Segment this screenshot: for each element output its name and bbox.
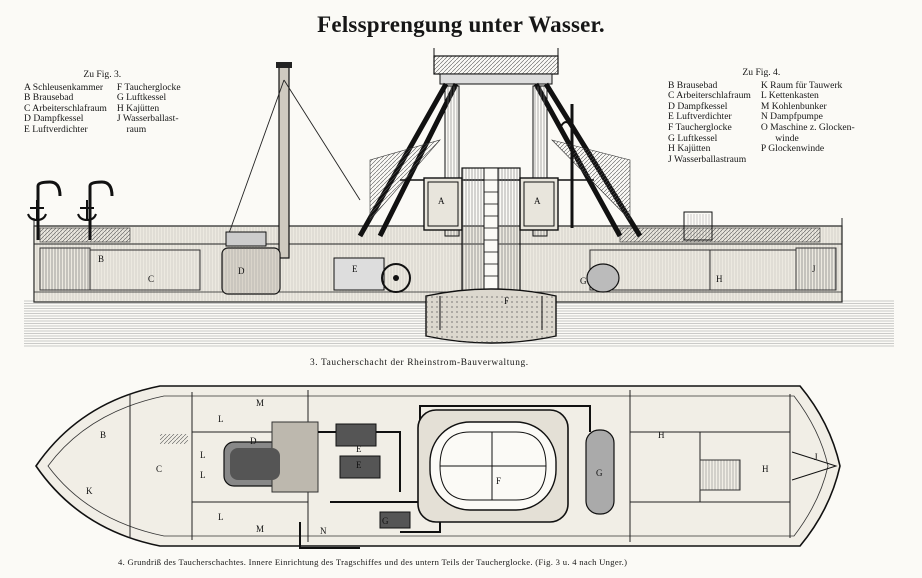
stay-right	[283, 79, 361, 201]
plan-compressor-2	[339, 455, 381, 479]
fig3-caption: 3. Taucherschacht der Rheinstrom-Bauverw…	[310, 358, 529, 368]
lock-chamber-right	[519, 177, 559, 231]
fig3-label: H	[716, 274, 723, 284]
legend-fig3-column-1: A Schleusenkammer B Brausebad C Arbeiter…	[24, 81, 107, 136]
fig3-label: C	[148, 274, 154, 284]
fig4-plan-view: B C K L L L L M M D E E F G G N H H J	[35, 385, 841, 549]
fig4-label: N	[320, 526, 327, 536]
page-title: Felssprengung unter Wasser.	[317, 12, 605, 37]
flywheel	[381, 263, 411, 293]
legend-fig3: Zu Fig. 3. A Schleusenkammer B Brausebad…	[24, 69, 181, 136]
fig3-label: F	[504, 296, 509, 306]
fig4-label: L	[218, 512, 224, 522]
legend-item: D Dampfkessel	[668, 100, 728, 112]
legend-item: E Luftverdichter	[668, 111, 732, 123]
legend-item: K Raum für Tauwerk	[760, 79, 843, 91]
fig4-label: J	[814, 452, 818, 462]
legend-fig4: Zu Fig. 4. B Brausebad C Arbeiterschlafr…	[668, 67, 855, 166]
plan-air-tank	[585, 429, 615, 515]
legend-item: B Brausebad	[668, 79, 718, 91]
legend-item: J Wasserballastraum	[668, 153, 747, 165]
fig3-label: A	[438, 196, 445, 206]
legend-item: M Kohlenbunker	[760, 100, 827, 112]
legend-item: J Wasserballast-	[116, 113, 179, 125]
legend-item: H Kajütten	[668, 143, 711, 155]
legend-item: B Brausebad	[24, 92, 74, 104]
fig4-label: H	[762, 464, 769, 474]
legend-item: raum	[116, 123, 147, 135]
fig3-label: J	[812, 264, 816, 274]
legend-item: C Arbeiterschlafraum	[668, 90, 751, 102]
legend-fig4-column-1: B Brausebad C Arbeiterschlafraum D Dampf…	[668, 79, 751, 166]
anchor-1	[27, 200, 47, 222]
air-compressor	[333, 257, 385, 291]
fig4-label: L	[200, 450, 206, 460]
fig4-label: D	[250, 436, 257, 446]
fig4-label: G	[596, 468, 603, 478]
davit-left-2	[88, 180, 114, 240]
legend-fig3-heading: Zu Fig. 3.	[83, 69, 122, 80]
fig4-label: G	[382, 516, 389, 526]
legend-item: H Kajütten	[116, 102, 160, 114]
fig3-label: G	[580, 276, 587, 286]
legend-item: O Maschine z. Glocken-	[760, 121, 855, 133]
legend-item: D Dampfkessel	[24, 113, 84, 125]
fig3-label: B	[98, 254, 104, 264]
funnel	[278, 65, 290, 259]
fig4-label: H	[658, 430, 665, 440]
davit-left-1	[36, 180, 62, 240]
fig4-label: B	[100, 430, 106, 440]
stay-left	[227, 79, 285, 237]
legend-fig4-heading: Zu Fig. 4.	[742, 67, 781, 78]
deckhouse-right	[683, 211, 713, 241]
fig4-label: E	[356, 444, 362, 454]
legend-fig3-column-2: F Taucherglocke G Luftkessel H Kajütten …	[116, 81, 181, 136]
anchor-2	[77, 200, 97, 222]
fig4-label: L	[218, 414, 224, 424]
legend-item: L Kettenkasten	[760, 90, 819, 102]
fig4-label: L	[200, 470, 206, 480]
fig4-caption: 4. Grundriß des Taucherschachtes. Innere…	[118, 557, 628, 567]
fig4-label: C	[156, 464, 162, 474]
fig4-label: K	[86, 486, 93, 496]
legend-item: P Glockenwinde	[760, 143, 825, 155]
air-tank	[586, 263, 620, 293]
legend-item: F Taucherglocke	[116, 81, 181, 93]
fig4-label: E	[356, 460, 362, 470]
legend-item: N Dampfpumpe	[760, 111, 823, 123]
legend-item: E Luftverdichter	[24, 123, 88, 135]
fig3-side-elevation: A A B C D E F G H J	[24, 48, 894, 348]
fig4-label: F	[496, 476, 501, 486]
legend-item: C Arbeiterschlafraum	[24, 102, 107, 114]
legend-item: A Schleusenkammer	[24, 81, 104, 93]
fig4-label: M	[256, 398, 264, 408]
fig3-label: E	[352, 264, 358, 274]
legend-item: winde	[760, 132, 799, 144]
fig3-label: D	[238, 266, 245, 276]
legend-item: G Luftkessel	[668, 132, 718, 144]
plan-compressor-1	[335, 423, 377, 447]
legend-item: G Luftkessel	[116, 92, 167, 104]
legend-fig4-column-2: K Raum für Tauwerk L Kettenkasten M Kohl…	[760, 79, 855, 166]
fig4-label: M	[256, 524, 264, 534]
fig3-label: A	[534, 196, 541, 206]
lock-chamber-left	[423, 177, 463, 231]
legend-item: F Taucherglocke	[668, 121, 732, 133]
